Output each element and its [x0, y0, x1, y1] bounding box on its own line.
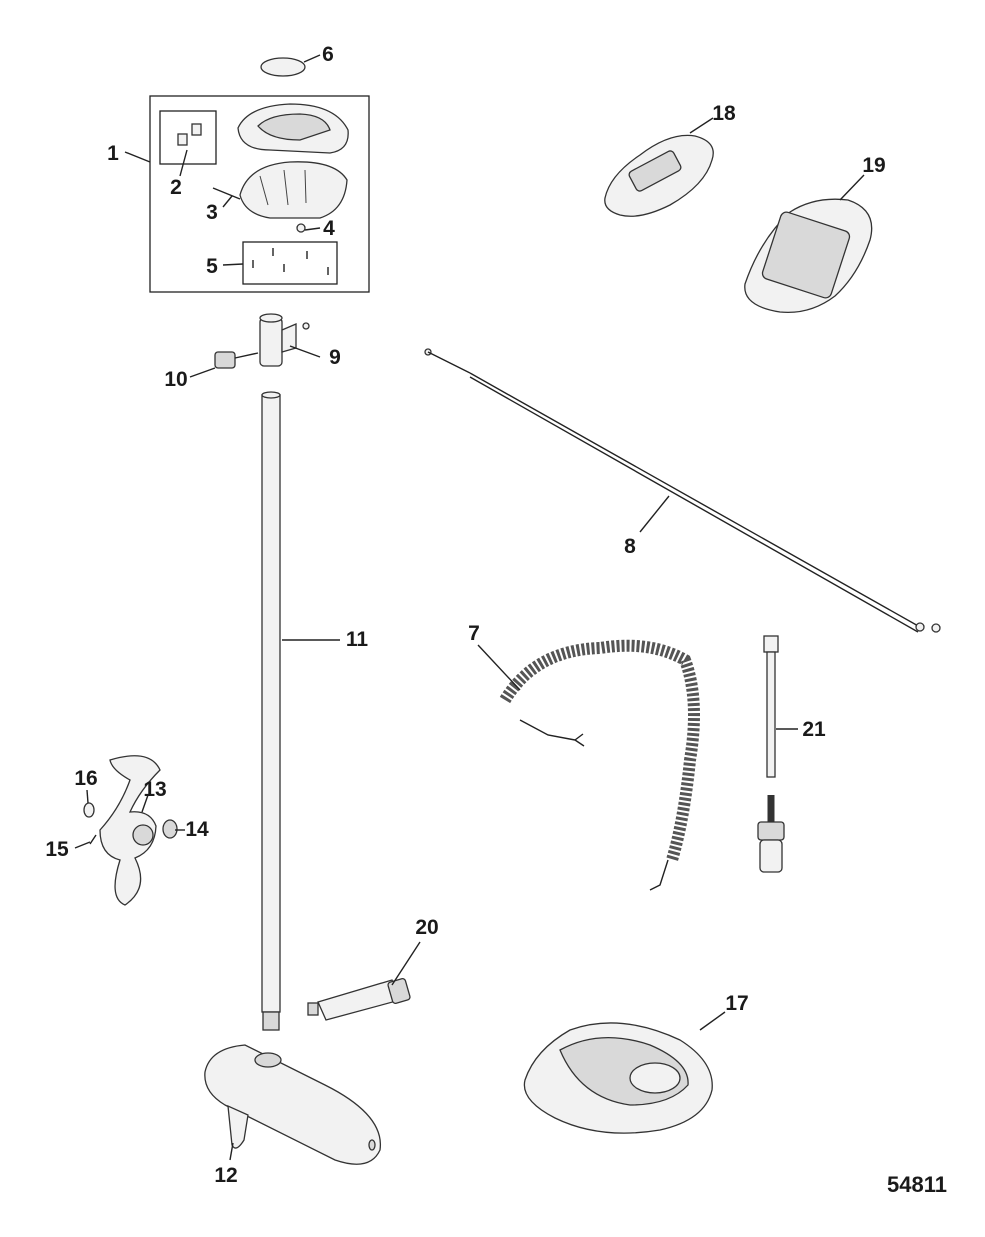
- callout-20: 20: [415, 916, 438, 939]
- callout-18: 18: [712, 102, 736, 125]
- part-20-grease-tube: [307, 978, 411, 1021]
- callout-2: 2: [170, 176, 182, 199]
- leader-lines: [74, 54, 865, 1161]
- part-14-nut: [162, 819, 178, 839]
- part-8-cable: [424, 348, 941, 633]
- callout-14: 14: [185, 818, 209, 841]
- part-2-inner-box: [159, 110, 217, 165]
- figure-number: 54811: [887, 1172, 947, 1197]
- callout-15: 15: [45, 838, 69, 861]
- part-13-propeller: [99, 755, 161, 906]
- callout-6: 6: [322, 43, 334, 66]
- callout-8: 8: [624, 535, 636, 558]
- part-1-control-head-kit: [149, 95, 370, 293]
- part-18-remote-fob: [604, 134, 714, 217]
- callout-17: 17: [725, 992, 748, 1015]
- part-7-coiled-cord: [499, 639, 700, 891]
- callout-10: 10: [164, 368, 187, 391]
- part-10-knob: [214, 351, 259, 369]
- callout-3: 3: [206, 201, 218, 224]
- part-21-connector-cable: [757, 635, 785, 873]
- part-16-washer: [83, 802, 95, 818]
- callout-13: 13: [143, 778, 166, 801]
- part-12-motor: [204, 1044, 381, 1165]
- callout-11: 11: [346, 628, 369, 651]
- callout-5: 5: [206, 255, 218, 278]
- part-9-collar: [259, 313, 310, 367]
- callout-1: 1: [107, 142, 119, 165]
- callout-12: 12: [214, 1164, 237, 1187]
- callout-19: 19: [862, 154, 885, 177]
- part-6-decal: [260, 57, 306, 77]
- part-11-shaft: [261, 391, 281, 1031]
- part-17-foot-pedal: [523, 1022, 713, 1134]
- callout-labels: 6 1 2 3 4 5 9 10 11 12 13 14 15 16 17 18…: [45, 43, 947, 1197]
- callout-4: 4: [323, 217, 335, 240]
- part-19-remote: [744, 198, 873, 314]
- callout-9: 9: [329, 346, 341, 369]
- part-5-inner-box: [242, 241, 338, 285]
- callout-21: 21: [802, 718, 826, 741]
- callout-16: 16: [74, 767, 97, 790]
- callout-7: 7: [468, 622, 480, 645]
- part-15-pin: [89, 834, 97, 845]
